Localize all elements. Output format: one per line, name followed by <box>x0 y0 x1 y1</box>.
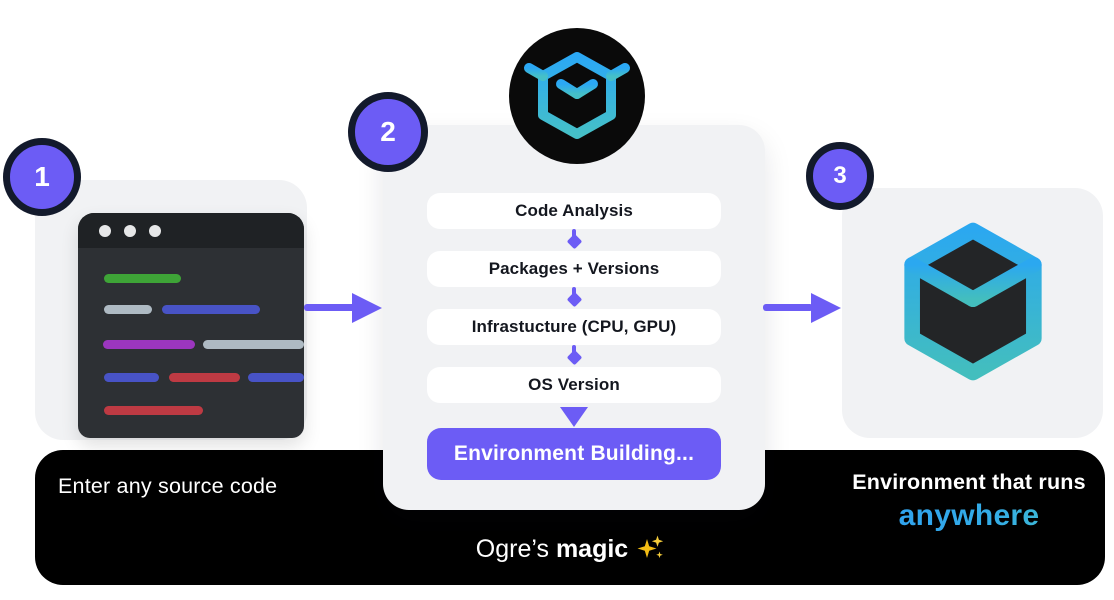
arrow-shaft <box>763 304 813 311</box>
environment-building-button[interactable]: Environment Building... <box>427 428 721 480</box>
anywhere-text: anywhere <box>845 499 1093 533</box>
step-number: 3 <box>833 162 847 189</box>
code-line <box>104 305 152 314</box>
hexagon-cube-glyph <box>524 52 630 139</box>
enter-source-caption: Enter any source code <box>58 474 278 498</box>
code-line <box>248 373 304 382</box>
connector-diamond-icon <box>566 229 582 250</box>
window-dot-icon <box>99 224 111 237</box>
editor-titlebar <box>78 213 304 248</box>
runs-anywhere-line1: Environment that runs <box>852 470 1086 494</box>
code-line <box>162 305 260 314</box>
flow-arrow-right-icon <box>763 293 842 323</box>
flow-arrow-right-icon <box>304 293 383 323</box>
window-dot-icon <box>149 224 161 237</box>
pipeline-stage-os-version: OS Version <box>427 367 721 403</box>
cube-icon <box>904 222 1042 381</box>
pipeline-stage-infrastructure: Infrastucture (CPU, GPU) <box>427 309 721 345</box>
step-badge-2: 2 <box>348 92 428 172</box>
arrow-shaft <box>304 304 356 311</box>
window-dot-icon <box>124 224 136 237</box>
code-line <box>169 373 240 382</box>
step-number: 1 <box>34 161 50 192</box>
pipeline-card: Code Analysis Packages + Versions Infras… <box>383 125 765 510</box>
code-line <box>104 406 203 415</box>
runs-anywhere-caption: Environment that runs anywhere <box>845 470 1093 533</box>
code-line <box>103 340 195 349</box>
step-badge-1: 1 <box>3 138 81 216</box>
code-editor-window <box>78 213 304 438</box>
pipeline-stage-packages-versions: Packages + Versions <box>427 251 721 287</box>
pipeline-stage-code-analysis: Code Analysis <box>427 193 721 229</box>
code-line <box>203 340 304 349</box>
ogre-magic-regular: Ogre’s <box>475 535 556 563</box>
environment-card <box>842 188 1103 438</box>
ogre-logo-icon <box>509 28 645 164</box>
step-number: 2 <box>380 116 396 147</box>
arrow-head <box>811 293 841 323</box>
arrow-head <box>352 293 382 323</box>
connector-diamond-icon <box>566 345 582 366</box>
ogre-magic-caption: Ogre’s magic <box>35 534 1105 568</box>
step-badge-3: 3 <box>806 142 874 210</box>
ogre-magic-bold: magic <box>555 535 629 563</box>
sparkles-icon <box>637 534 664 568</box>
connector-diamond-icon <box>566 287 582 308</box>
code-line <box>104 274 181 283</box>
connector-arrow-down-icon <box>560 407 588 427</box>
code-line <box>104 373 159 382</box>
